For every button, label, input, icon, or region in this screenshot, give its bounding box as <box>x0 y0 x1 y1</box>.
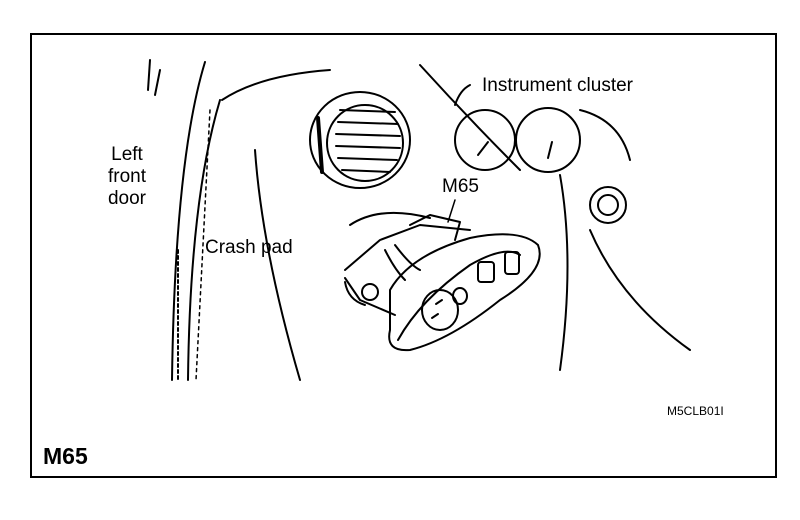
air-vent <box>309 91 411 189</box>
door-edge <box>147 59 221 381</box>
knob <box>589 186 627 224</box>
label-crash-pad: Crash pad <box>205 237 293 258</box>
instrument-cluster-gauges <box>454 84 631 173</box>
figure-title: M65 <box>43 443 88 469</box>
label-left-front-door: Left front door <box>107 144 147 209</box>
label-connector-m65: M65 <box>442 176 479 197</box>
figure-frame <box>30 33 777 478</box>
crash-pad-outline <box>221 64 691 381</box>
label-instrument-cluster: Instrument cluster <box>482 75 633 96</box>
switch-assembly <box>344 199 541 352</box>
figure-code: M5CLB01I <box>667 404 724 418</box>
